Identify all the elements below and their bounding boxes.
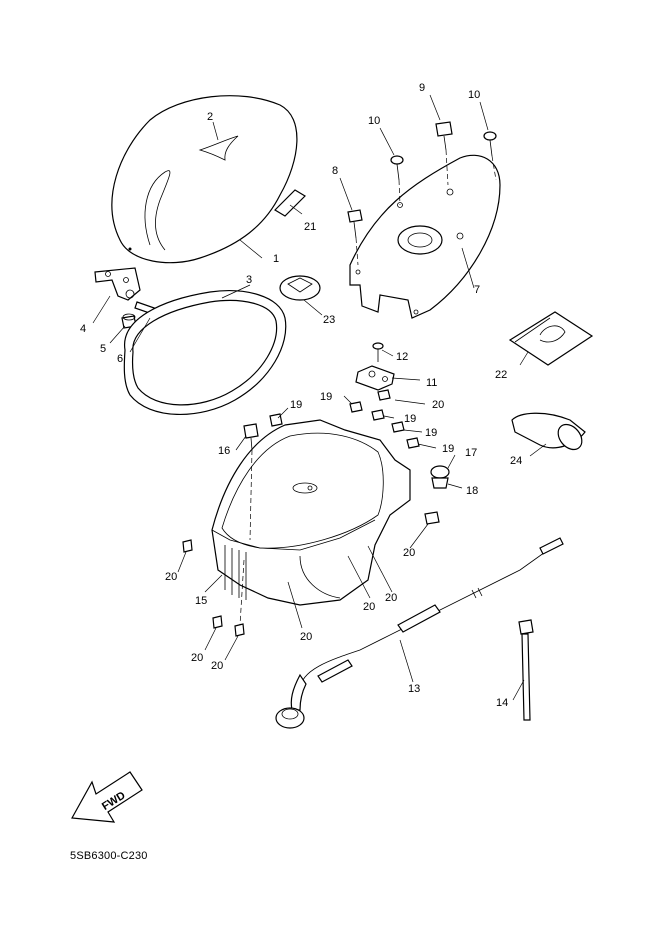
fwd-arrow-icon: FWD <box>71 771 143 823</box>
leader-lines <box>92 94 547 701</box>
tool-pouch-part <box>511 412 586 451</box>
callout-11: 11 <box>426 377 437 389</box>
callout-7: 7 <box>474 284 480 296</box>
callout-12: 12 <box>396 351 408 363</box>
callout-8: 8 <box>332 165 338 177</box>
bracket-part <box>355 365 395 391</box>
callout-20c: 20 <box>165 571 177 583</box>
callout-18: 18 <box>466 485 478 497</box>
callout-20a: 20 <box>432 399 444 411</box>
document-code: 5SB6300-C230 <box>70 850 148 862</box>
callout-19e: 19 <box>442 443 454 455</box>
callout-20d: 20 <box>363 601 375 613</box>
hinge-bracket-part <box>94 267 141 301</box>
screw-10b <box>483 131 497 157</box>
luggage-box-part <box>211 419 411 606</box>
callout-10a: 10 <box>368 115 380 127</box>
callout-2: 2 <box>207 111 213 123</box>
callout-19d: 19 <box>425 427 437 439</box>
seal-ring-part <box>123 290 287 415</box>
callout-6: 6 <box>117 353 123 365</box>
grommet-part <box>430 465 450 489</box>
callout-20h: 20 <box>211 660 223 672</box>
callout-1: 1 <box>273 253 279 265</box>
screw-10a <box>390 155 404 181</box>
callout-22: 22 <box>495 369 507 381</box>
callout-17: 17 <box>465 447 477 459</box>
callout-24: 24 <box>510 455 522 467</box>
screw-9 <box>435 121 453 151</box>
callout-10b: 10 <box>468 89 480 101</box>
callout-21: 21 <box>304 221 316 233</box>
callouts: 1 2 3 4 5 6 7 8 9 10 10 11 12 13 14 15 1… <box>80 82 522 709</box>
callout-20e: 20 <box>385 592 397 604</box>
callout-16: 16 <box>218 445 230 457</box>
screw-12 <box>372 342 384 362</box>
callout-5: 5 <box>100 343 106 355</box>
lock-cover-part <box>349 154 501 319</box>
seat-part <box>111 95 298 264</box>
callout-15: 15 <box>195 595 207 607</box>
callout-13: 13 <box>408 683 420 695</box>
callout-19b: 19 <box>320 391 332 403</box>
cable-tie-part <box>518 619 534 721</box>
callout-14: 14 <box>496 697 508 709</box>
label-sticker-part <box>274 189 306 217</box>
callout-9: 9 <box>419 82 425 94</box>
callout-19c: 19 <box>404 413 416 425</box>
callout-19a: 19 <box>290 399 302 411</box>
round-sticker-part <box>279 275 321 301</box>
callout-20f: 20 <box>300 631 312 643</box>
callout-3: 3 <box>246 274 252 286</box>
cable-part <box>275 537 564 729</box>
callout-20g: 20 <box>191 652 203 664</box>
bolt-16 <box>243 423 259 451</box>
manual-part <box>508 311 594 366</box>
screw-8 <box>347 209 363 239</box>
callout-20b: 20 <box>403 547 415 559</box>
callout-23: 23 <box>323 314 335 326</box>
callout-4: 4 <box>80 323 86 335</box>
